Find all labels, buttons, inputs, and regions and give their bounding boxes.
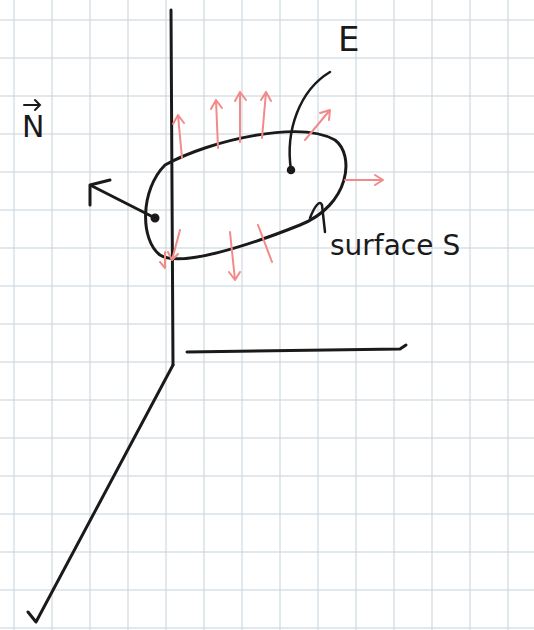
axes [28,10,406,622]
normal-vector [90,180,158,221]
z-axis [171,10,173,365]
y-axis [187,345,406,352]
field-label: E [338,22,359,56]
surface-boundary [146,132,346,259]
leader-lines [24,72,330,232]
surface-label: surface S [330,232,460,260]
x-axis [28,365,173,622]
normal-label: N [22,112,44,142]
